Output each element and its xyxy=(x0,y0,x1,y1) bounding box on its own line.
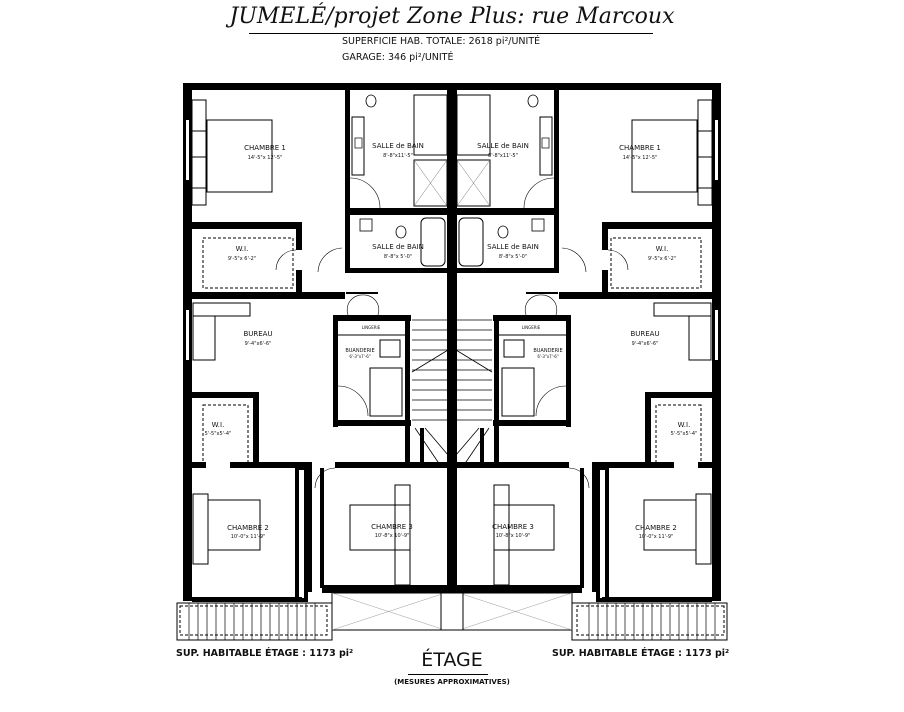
left-floor-area: SUP. HABITABLE ÉTAGE : 1173 pi² xyxy=(176,648,354,659)
room-label-wi1-right: W.I. xyxy=(656,245,669,253)
room-dims: 9'-4"x6'-6" xyxy=(632,341,659,347)
room-label-bureau-left: BUREAU xyxy=(243,330,272,338)
title-underline xyxy=(249,33,653,34)
room-dims: 6'-3"x7'-6" xyxy=(349,354,370,359)
room-dims: 8'-8"x11'-5" xyxy=(488,153,518,159)
room-dims: 5'-5"x5'-4" xyxy=(671,431,698,437)
room-dims: 8'-8"x11'-5" xyxy=(383,153,413,159)
room-dims: 14'-5"x 12'-5" xyxy=(623,155,658,161)
room-label-chambre1-right: CHAMBRE 1 xyxy=(619,144,661,152)
room-label-lingerie-left: LINGERIE xyxy=(362,325,381,330)
party-wall xyxy=(447,83,457,595)
plan-title: JUMELÉ/projet Zone Plus: rue Marcoux xyxy=(229,4,675,29)
room-dims: 9'-5"x 6'-2" xyxy=(228,256,256,262)
room-label-lingerie-right: LINGERIE xyxy=(522,325,541,330)
room-label-sdb2-right: SALLE de BAIN xyxy=(487,243,539,251)
room-dims: 10'-0"x 11'-9" xyxy=(231,534,266,540)
left-unit-plan xyxy=(176,82,454,641)
room-label-sdb1-right: SALLE de BAIN xyxy=(477,142,529,150)
room-label-sdb1-left: SALLE de BAIN xyxy=(372,142,424,150)
garage-area: GARAGE: 346 pi²/UNITÉ xyxy=(342,52,454,63)
room-label-bureau-right: BUREAU xyxy=(630,330,659,338)
floor-name: ÉTAGE xyxy=(421,649,483,671)
room-dims: 9'-5"x 6'-2" xyxy=(648,256,676,262)
room-label-chambre3-right: CHAMBRE 3 xyxy=(492,523,534,531)
right-unit-plan xyxy=(450,82,728,641)
room-dims: 8'-8"x 5'-0" xyxy=(499,254,527,260)
room-dims: 10'-8"x 10'-9" xyxy=(496,533,531,539)
balcony-divider xyxy=(440,592,464,631)
room-label-chambre2-right: CHAMBRE 2 xyxy=(635,524,677,532)
room-dims: 5'-5"x5'-4" xyxy=(205,431,232,437)
room-dims: 14'-5"x 12'-5" xyxy=(248,155,283,161)
room-label-chambre1-left: CHAMBRE 1 xyxy=(244,144,286,152)
total-area: SUPERFICIE HAB. TOTALE: 2618 pi²/UNITÉ xyxy=(342,36,541,47)
right-floor-area: SUP. HABITABLE ÉTAGE : 1173 pi² xyxy=(552,648,730,659)
room-label-wi2-left: W.I. xyxy=(212,421,225,429)
room-label-buanderie-right: BUANDERIE xyxy=(533,348,562,354)
room-dims: 8'-8"x 5'-0" xyxy=(384,254,412,260)
room-dims: 9'-4"x6'-6" xyxy=(245,341,272,347)
room-label-chambre2-left: CHAMBRE 2 xyxy=(227,524,269,532)
room-dims: 10'-8"x 10'-9" xyxy=(375,533,410,539)
room-dims: 10'-0"x 11'-9" xyxy=(639,534,674,540)
room-label-wi2-right: W.I. xyxy=(678,421,691,429)
room-label-sdb2-left: SALLE de BAIN xyxy=(372,243,424,251)
room-dims: 6'-3"x7'-6" xyxy=(537,354,558,359)
floor-name-underline xyxy=(408,674,488,675)
room-label-chambre3-left: CHAMBRE 3 xyxy=(371,523,413,531)
room-label-wi1-left: W.I. xyxy=(236,245,249,253)
measurement-note: (MESURES APPROXIMATIVES) xyxy=(394,678,510,686)
room-label-buanderie-left: BUANDERIE xyxy=(345,348,374,354)
